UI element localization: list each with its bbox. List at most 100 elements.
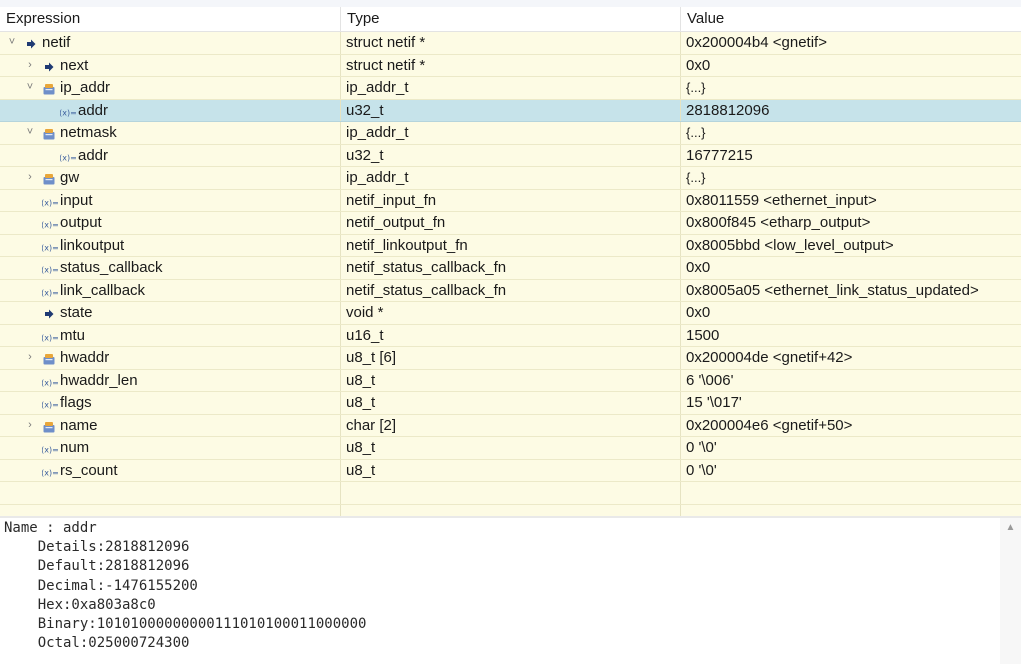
- top-strip: [0, 0, 1021, 7]
- collapse-chevron-icon[interactable]: ˅: [26, 81, 34, 93]
- expression-row[interactable]: (x)=flags u8_t 15 '\017': [0, 392, 1021, 415]
- svg-text:(x)=: (x)=: [42, 468, 58, 477]
- expression-cell: (x)=output: [0, 212, 341, 234]
- expand-chevron-icon[interactable]: ›: [28, 58, 32, 71]
- value-cell[interactable]: 1500: [686, 326, 720, 344]
- type-cell: void *: [341, 302, 681, 324]
- expression-cell: (x)=rs_count: [0, 459, 341, 481]
- value-cell[interactable]: 0 '\0': [686, 461, 717, 479]
- value-cell[interactable]: 6 '\006': [686, 371, 734, 389]
- expression-cell: ˅netmask: [0, 122, 341, 144]
- collapse-chevron-icon[interactable]: ˅: [26, 126, 34, 138]
- value-cell[interactable]: 0 '\0': [686, 439, 717, 456]
- value-cell[interactable]: 15 '\017': [686, 394, 742, 411]
- svg-text:(x)=: (x)=: [42, 288, 58, 297]
- expression-label: hwaddr_len: [60, 371, 138, 389]
- variable-icon: (x)=: [59, 149, 77, 163]
- details-line-default: Default:2818812096: [37, 558, 190, 575]
- expression-label: addr: [78, 146, 109, 164]
- variable-icon: (x)=: [41, 194, 59, 208]
- struct-icon: [42, 171, 56, 185]
- expression-cell: (x)=linkoutput: [0, 234, 341, 256]
- type-cell: struct netif *: [341, 54, 681, 76]
- value-cell[interactable]: 2818812096: [686, 101, 770, 119]
- variable-icon: (x)=: [41, 239, 59, 253]
- variable-icon: (x)=: [41, 284, 59, 298]
- expression-cell: ˅netif: [0, 32, 341, 54]
- value-cell[interactable]: {...}: [686, 125, 706, 140]
- variable-icon: (x)=: [41, 464, 59, 478]
- expression-cell: ˅ip_addr: [0, 77, 341, 99]
- value-cell[interactable]: 0x200004e6 <gnetif+50>: [686, 416, 853, 434]
- expression-label: flags: [60, 394, 92, 411]
- expression-cell: ›next: [0, 54, 341, 76]
- variable-icon: (x)=: [41, 216, 59, 230]
- empty-cell: [0, 504, 341, 516]
- empty-row[interactable]: [0, 504, 1021, 516]
- pane-divider[interactable]: [0, 516, 1021, 518]
- column-header-expression[interactable]: Expression: [0, 7, 341, 31]
- value-cell[interactable]: 0x200004de <gnetif+42>: [686, 349, 853, 366]
- value-cell[interactable]: 0x8011559 <ethernet_input>: [686, 191, 877, 209]
- expression-label: addr: [78, 101, 109, 119]
- empty-row[interactable]: [0, 482, 1021, 505]
- value-cell[interactable]: 0x0: [686, 304, 711, 321]
- svg-text:(x)=: (x)=: [42, 401, 58, 410]
- value-cell[interactable]: {...}: [686, 80, 706, 95]
- scroll-up-arrow-icon[interactable]: ▲: [1005, 522, 1016, 533]
- variable-icon: (x)=: [41, 396, 59, 410]
- svg-text:(x)=: (x)=: [42, 198, 58, 207]
- value-cell[interactable]: 0x0: [686, 259, 711, 276]
- column-header-type[interactable]: Type: [341, 7, 681, 31]
- expand-chevron-icon[interactable]: ›: [28, 418, 32, 431]
- svg-text:(x)=: (x)=: [42, 243, 58, 252]
- pointer-icon: [42, 306, 56, 320]
- details-text: Name : addr Details:2818812096 Default:2…: [4, 519, 366, 653]
- details-line-hex: Hex:0xa803a8c0: [37, 596, 156, 613]
- value-cell[interactable]: {...}: [686, 170, 706, 185]
- type-cell: u8_t: [341, 459, 681, 481]
- svg-text:(x)=: (x)=: [42, 378, 58, 387]
- collapse-chevron-icon[interactable]: ˅: [8, 36, 16, 48]
- value-cell[interactable]: 0x200004b4 <gnetif>: [686, 34, 827, 51]
- svg-text:(x)=: (x)=: [42, 266, 58, 275]
- type-cell: ip_addr_t: [341, 77, 681, 99]
- expand-chevron-icon[interactable]: ›: [28, 171, 32, 183]
- type-cell: u8_t: [341, 392, 681, 414]
- value-cell[interactable]: 0x8005a05 <ethernet_link_status_updated>: [686, 281, 979, 299]
- value-cell[interactable]: 0x8005bbd <low_level_output>: [686, 236, 894, 254]
- column-header-value[interactable]: Value: [687, 10, 725, 27]
- expand-chevron-icon[interactable]: ›: [28, 351, 32, 363]
- type-cell: netif_status_callback_fn: [341, 257, 681, 279]
- type-cell: netif_linkoutput_fn: [341, 234, 681, 256]
- value-cell[interactable]: 0x800f845 <etharp_output>: [686, 214, 871, 231]
- details-line-octal: Octal:025000724300: [37, 635, 190, 652]
- empty-cell: [341, 504, 681, 516]
- details-scrollbar[interactable]: ▲: [1000, 518, 1021, 664]
- value-cell[interactable]: 16777215: [686, 146, 753, 164]
- pointer-icon: [24, 36, 38, 50]
- struct-icon: [42, 81, 56, 95]
- details-name-line: Name : addr: [4, 520, 97, 536]
- value-cell[interactable]: 0x0: [686, 56, 711, 74]
